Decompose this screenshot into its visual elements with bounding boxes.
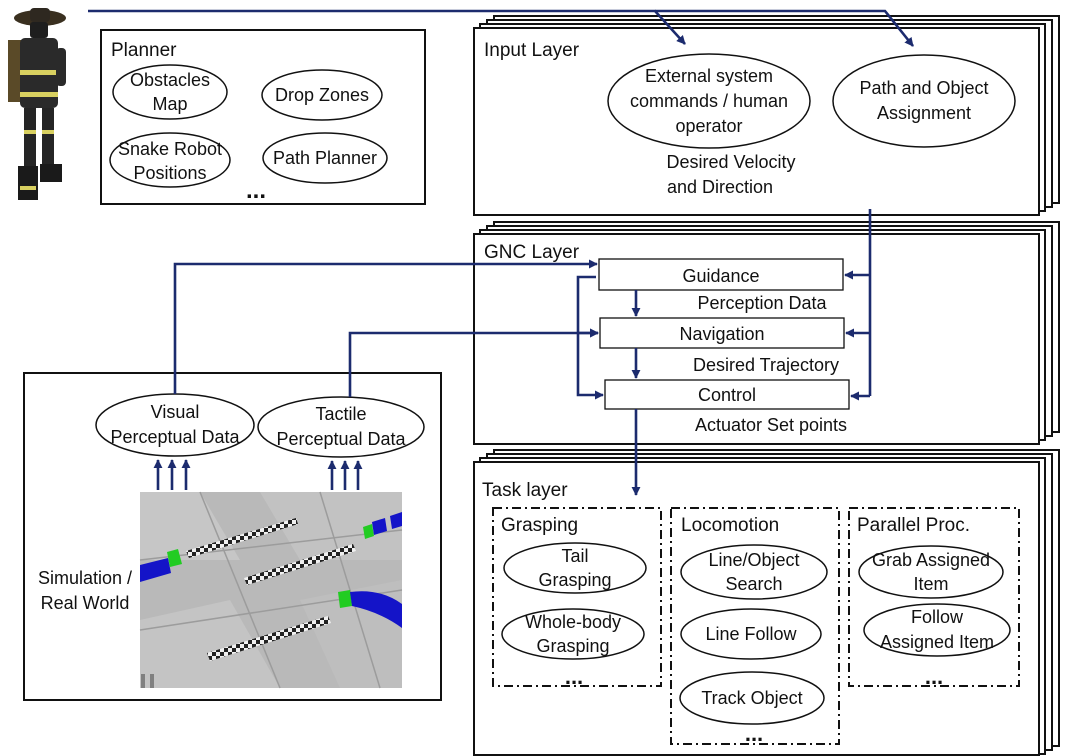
- simulation-label-2: Real World: [41, 593, 130, 613]
- desired-velocity-label-2: and Direction: [667, 177, 773, 197]
- path-planner-node: [262, 132, 388, 184]
- whole-body-label-2: Grasping: [536, 636, 609, 656]
- navigation-block: [599, 317, 845, 349]
- task-layer-title: Task layer: [482, 480, 568, 501]
- line-object-search-node: [680, 544, 828, 600]
- visual-label-2: Perceptual Data: [110, 427, 240, 447]
- locomotion-more: ...: [745, 721, 763, 746]
- obstacles-map-label-1: Obstacles: [130, 70, 210, 90]
- grasping-group: [492, 507, 662, 687]
- gnc-layer-title: GNC Layer: [484, 242, 580, 263]
- parallel-more: ...: [925, 664, 943, 689]
- control-label: Control: [698, 385, 756, 405]
- grab-item-label-1: Grab Assigned: [872, 550, 990, 570]
- gnc-layer-panel: GNC Layer Guidance Perception Data Navig…: [473, 221, 1060, 445]
- line-search-label-2: Search: [725, 574, 782, 594]
- external-commands-label-3: operator: [675, 116, 742, 136]
- task-layer-panel: Task layer Grasping Tail Grasping Whole-…: [473, 449, 1060, 756]
- external-commands-label-2: commands / human: [630, 91, 788, 111]
- line-follow-node: [680, 608, 822, 660]
- simulation-label-1: Simulation /: [38, 568, 132, 588]
- line-follow-label: Line Follow: [705, 624, 797, 644]
- visual-label-1: Visual: [151, 402, 200, 422]
- planner-panel: Planner Obstacles Map Drop Zones Snake R…: [100, 29, 426, 205]
- control-block: [604, 379, 850, 410]
- perception-data-label: Perception Data: [697, 293, 827, 313]
- grab-assigned-item-node: [858, 545, 1004, 599]
- drop-zones-label: Drop Zones: [275, 85, 369, 105]
- flow-connectors: [88, 9, 915, 496]
- desired-velocity-label-1: Desired Velocity: [666, 152, 795, 172]
- external-commands-label-1: External system: [645, 66, 773, 86]
- tail-grasping-label-2: Grasping: [538, 570, 611, 590]
- assignment-label-1: Path and Object: [859, 78, 988, 98]
- tactile-label-1: Tactile: [315, 404, 366, 424]
- snake-positions-node: [109, 132, 231, 188]
- tail-grasping-label-1: Tail: [561, 546, 588, 566]
- obstacles-map-label-2: Map: [152, 94, 187, 114]
- external-commands-node: [607, 53, 811, 149]
- snake-positions-label-1: Snake Robot: [118, 139, 222, 159]
- input-layer-panel: Input Layer External system commands / h…: [473, 15, 1060, 216]
- whole-body-label-1: Whole-body: [525, 612, 621, 632]
- tail-grasping-node: [503, 542, 647, 594]
- follow-assigned-item-node: [863, 603, 1011, 657]
- tactile-perceptual-node: [257, 396, 425, 458]
- path-planner-label: Path Planner: [273, 148, 377, 168]
- input-layer-title: Input Layer: [484, 40, 580, 61]
- grasping-more: ...: [565, 664, 583, 689]
- guidance-block: [598, 258, 844, 291]
- snake-positions-label-2: Positions: [133, 163, 206, 183]
- follow-item-label-1: Follow: [911, 607, 964, 627]
- guidance-label: Guidance: [682, 266, 759, 286]
- follow-item-label-2: Assigned Item: [880, 632, 994, 652]
- simulation-scene-image: [139, 491, 403, 689]
- actuator-setpoints-label: Actuator Set points: [695, 415, 847, 435]
- track-object-label: Track Object: [701, 688, 802, 708]
- locomotion-title: Locomotion: [681, 515, 779, 536]
- desired-trajectory-label: Desired Trajectory: [693, 355, 839, 375]
- parallel-proc-group: [848, 507, 1020, 687]
- grasping-title: Grasping: [501, 515, 578, 536]
- tactile-label-2: Perceptual Data: [276, 429, 406, 449]
- path-object-assignment-node: [832, 54, 1016, 148]
- locomotion-group: [670, 507, 840, 745]
- planner-more: ...: [246, 177, 266, 204]
- parallel-proc-title: Parallel Proc.: [857, 515, 970, 536]
- planner-title: Planner: [111, 40, 177, 61]
- obstacles-map-node: [112, 64, 228, 120]
- whole-body-grasping-node: [501, 608, 645, 660]
- grab-item-label-2: Item: [913, 574, 948, 594]
- operator-figure-icon: [8, 8, 66, 200]
- navigation-label: Navigation: [679, 324, 764, 344]
- drop-zones-node: [261, 69, 383, 121]
- world-panel: Visual Perceptual Data Tactile Perceptua…: [23, 372, 442, 701]
- line-search-label-1: Line/Object: [708, 550, 799, 570]
- track-object-node: [679, 671, 825, 725]
- assignment-label-2: Assignment: [877, 103, 971, 123]
